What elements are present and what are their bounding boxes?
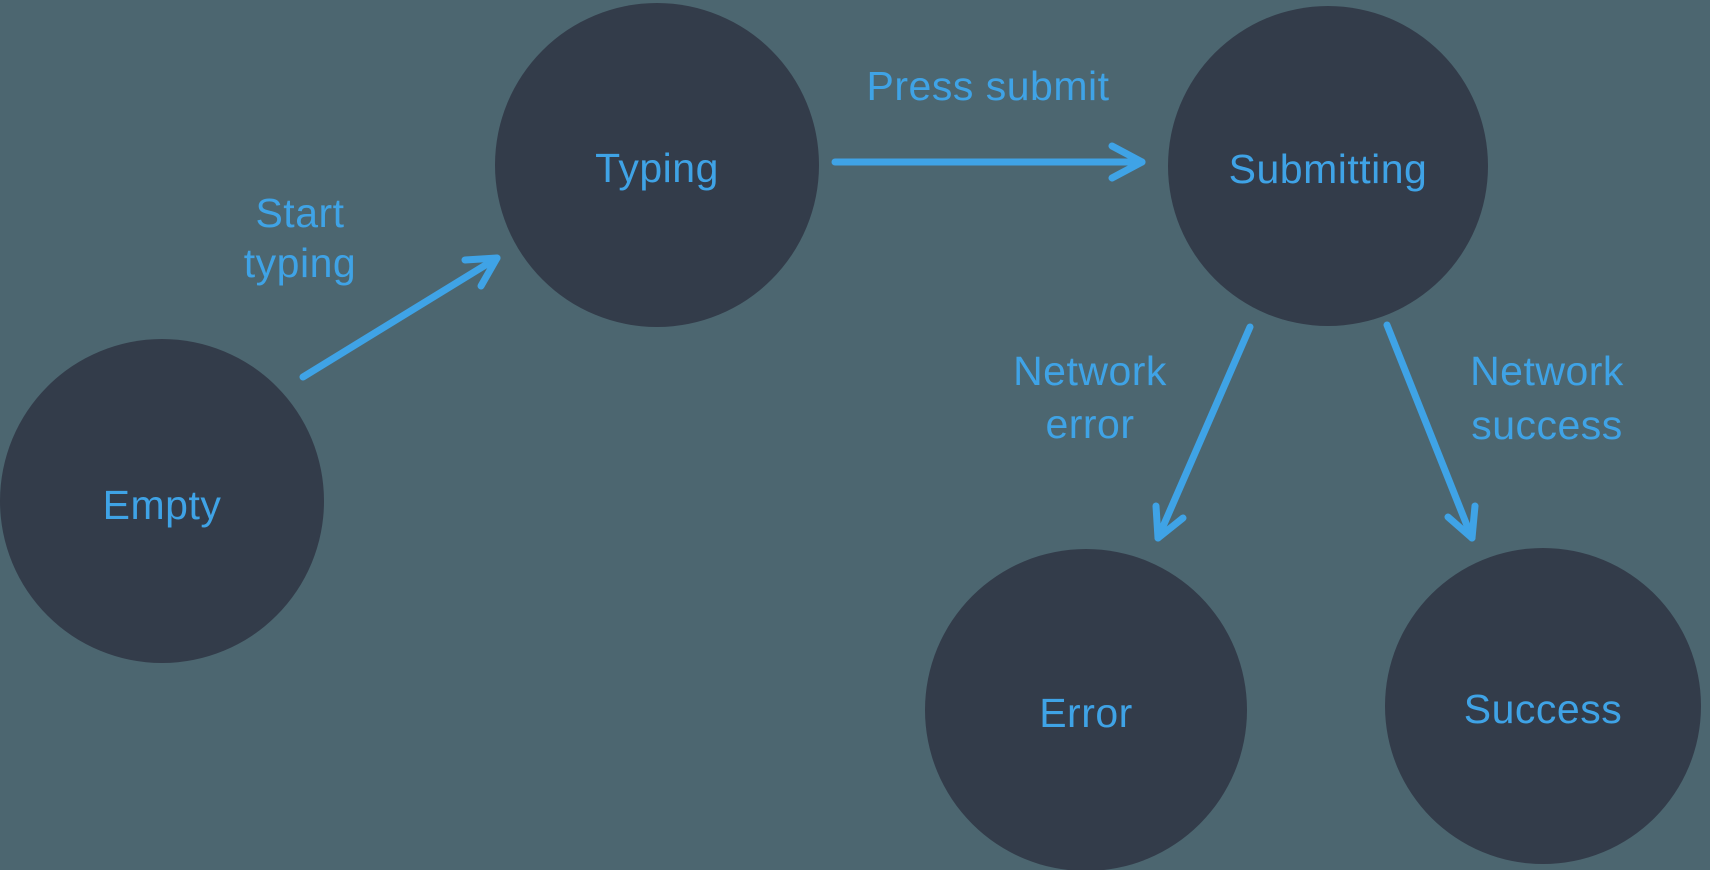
node-label: Submitting — [1229, 146, 1428, 192]
arrowhead-icon — [1444, 502, 1479, 542]
node-label: Empty — [103, 482, 222, 528]
edge-label-line: Press submit — [867, 63, 1110, 109]
state-circle — [1168, 6, 1488, 326]
edge-line — [1154, 323, 1254, 542]
arrowhead-icon — [1152, 502, 1187, 542]
node-submitting: Submitting — [1168, 6, 1488, 326]
node-typing: Typing — [495, 3, 819, 327]
state-circle — [0, 339, 324, 663]
edge-line — [1383, 321, 1476, 542]
node-error: Error — [925, 549, 1247, 870]
edge-label-line: error — [1045, 401, 1134, 447]
node-label: Success — [1464, 686, 1622, 732]
edge-label-line: Network — [1470, 348, 1624, 394]
node-label: Error — [1039, 690, 1133, 736]
state-circle — [925, 549, 1247, 870]
state-circle — [1385, 548, 1701, 864]
edge-label-line: Start — [255, 190, 344, 236]
arrowhead-icon — [461, 254, 501, 290]
edge-label-line: Network — [1013, 348, 1167, 394]
node-empty: Empty — [0, 339, 324, 663]
edge-label-line: success — [1471, 402, 1623, 448]
state-circle — [495, 3, 819, 327]
edge-start-typing: Start typing — [244, 190, 501, 381]
arrowhead-icon — [1108, 142, 1146, 182]
node-label: Typing — [595, 145, 719, 191]
node-success: Success — [1385, 548, 1701, 864]
edge-network-success: Network success — [1383, 321, 1624, 542]
edge-press-submit: Press submit — [831, 63, 1146, 182]
edge-label-line: typing — [244, 240, 356, 286]
edge-line — [299, 254, 501, 381]
edge-network-error: Network error — [1013, 323, 1254, 542]
